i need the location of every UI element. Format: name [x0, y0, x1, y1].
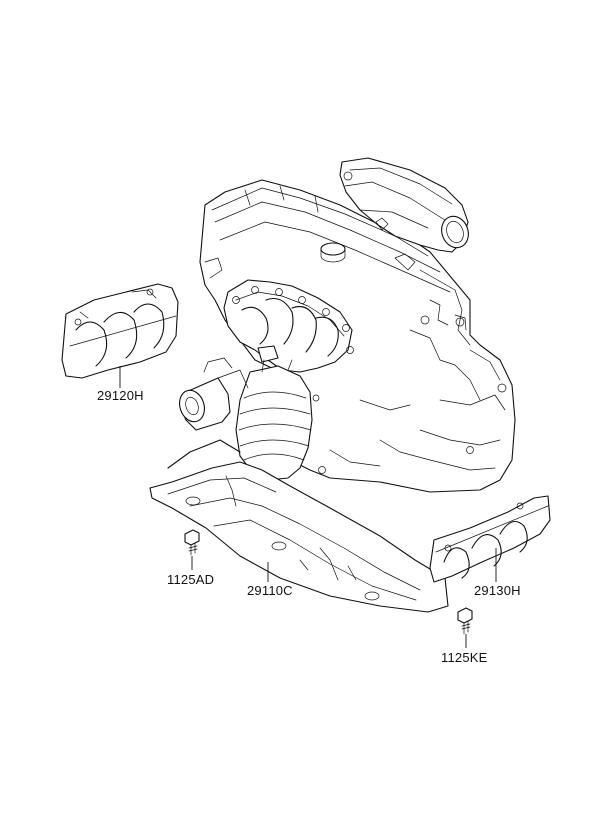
heat-protector-upper-left-part [61, 283, 179, 379]
label-heat-protector-right: 29130H [474, 583, 521, 598]
exhaust-manifold [223, 279, 354, 373]
intake-housing [339, 157, 469, 271]
catalytic-converter [235, 359, 313, 481]
under-cover-part [149, 439, 449, 613]
heat-protector-right-part [429, 495, 551, 583]
label-heat-protector-upper-left: 29120H [97, 388, 144, 403]
label-bolt-right: 1125KE [441, 650, 488, 665]
label-under-cover: 29110C [247, 583, 293, 598]
oil-filter [179, 357, 249, 431]
bolt-right-part [457, 607, 473, 635]
bolt-left-part [184, 529, 200, 556]
label-bolt-left: 1125AD [167, 572, 215, 587]
leader-lines [119, 366, 497, 648]
